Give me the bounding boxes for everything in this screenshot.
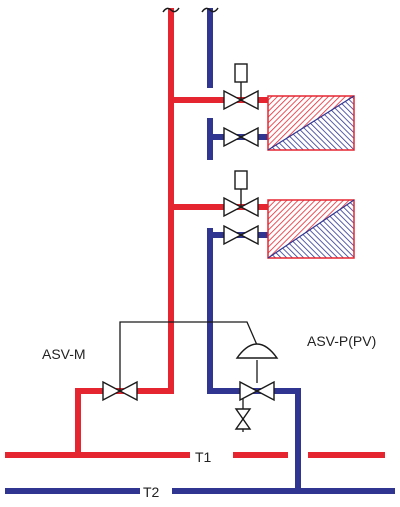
pipe-break-marks <box>162 7 219 13</box>
radiator-lower <box>267 199 355 259</box>
label-asv-p: ASV-P(PV) <box>307 333 376 349</box>
label-t2: T2 <box>143 484 160 500</box>
label-t1: T1 <box>195 449 212 465</box>
asv-p-valve[interactable] <box>235 343 279 402</box>
return-valve-lower[interactable] <box>223 224 259 246</box>
impulse-line-asv-m <box>119 321 258 391</box>
drain-valve[interactable] <box>234 408 252 430</box>
impulse-lines <box>119 321 258 432</box>
radiator-upper <box>267 95 355 151</box>
thermostatic-head-lower <box>234 170 248 190</box>
return-riser-main <box>207 228 301 491</box>
asv-m-valve[interactable] <box>102 380 138 402</box>
return-valve-upper[interactable] <box>223 126 259 148</box>
supply-break-mark <box>162 7 180 13</box>
thermostatic-valve-upper[interactable] <box>223 63 259 111</box>
return-break-mark <box>201 7 219 13</box>
asv-p-diaphragm <box>235 343 279 359</box>
thermostatic-head-upper <box>234 63 248 83</box>
label-asv-m: ASV-M <box>42 346 86 362</box>
thermostatic-valve-lower[interactable] <box>223 170 259 218</box>
